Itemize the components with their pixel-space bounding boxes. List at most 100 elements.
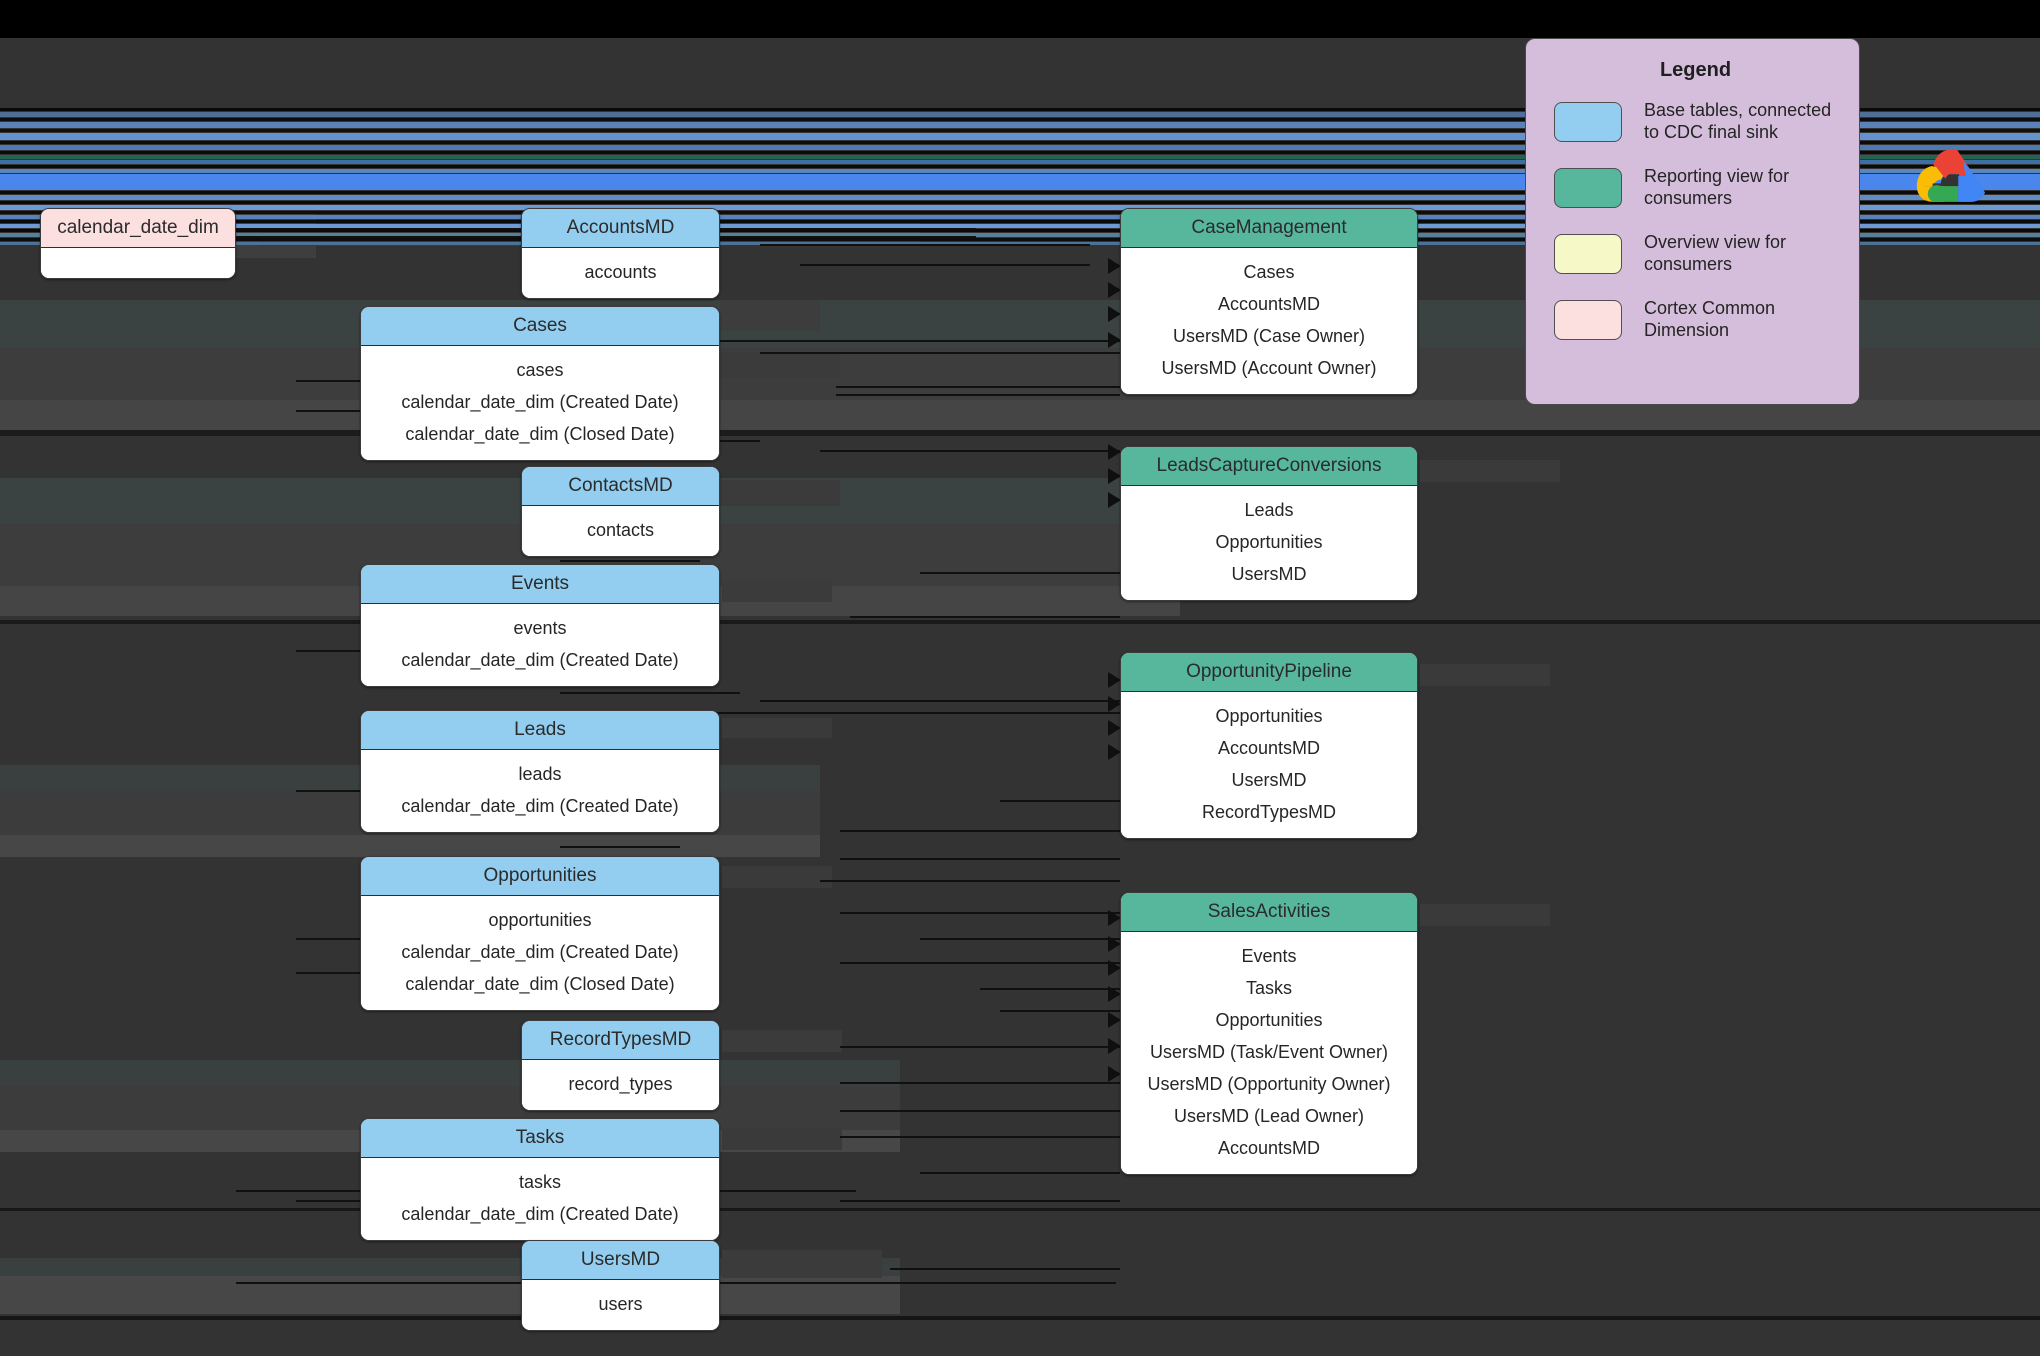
connector-line bbox=[836, 386, 1120, 388]
legend-swatch bbox=[1554, 233, 1622, 274]
artifact-patch bbox=[1420, 218, 1540, 244]
connector-line bbox=[840, 1200, 1120, 1202]
entity-node-row: tasks bbox=[518, 1172, 561, 1192]
connector-line bbox=[840, 1136, 1120, 1138]
artifact-band bbox=[0, 620, 2040, 624]
artifact-patch bbox=[722, 1030, 842, 1052]
entity-node-title: Leads bbox=[361, 711, 719, 750]
legend-label: Overview view for consumers bbox=[1644, 231, 1787, 274]
connector-line bbox=[700, 340, 1120, 342]
entity-node-title: RecordTypesMD bbox=[522, 1021, 719, 1060]
entity-node-row: UsersMD bbox=[1231, 564, 1307, 584]
artifact-band bbox=[0, 1316, 2040, 1320]
entity-node-row: AccountsMD bbox=[1217, 294, 1321, 314]
entity-node-body: contacts bbox=[522, 506, 719, 556]
google-cloud-logo bbox=[1916, 149, 1985, 202]
artifact-patch bbox=[720, 352, 840, 378]
entity-node-row: leads bbox=[518, 764, 562, 784]
artifact-band bbox=[0, 835, 820, 857]
connector-line bbox=[560, 692, 740, 694]
entity-node-body: record_types bbox=[522, 1060, 719, 1110]
legend-label: Reporting view for consumers bbox=[1644, 165, 1790, 208]
connector-line bbox=[1000, 800, 1120, 802]
connector-line bbox=[840, 1046, 1120, 1048]
artifact-patch bbox=[720, 480, 840, 506]
entity-node-row: Leads bbox=[1244, 500, 1294, 520]
connector-line bbox=[840, 1110, 1120, 1112]
entity-node-row: Events bbox=[1241, 946, 1297, 966]
entity-node-row: AccountsMD bbox=[1217, 1138, 1321, 1158]
entity-node-row: UsersMD (Lead Owner) bbox=[1173, 1106, 1365, 1126]
entity-node-calendar_date_dim[interactable]: calendar_date_dim bbox=[40, 208, 236, 279]
entity-node-title: CaseManagement bbox=[1121, 209, 1417, 248]
legend-panel: Legend Base tables, connected to CDC fin… bbox=[1525, 38, 1860, 405]
entity-node-row: cases bbox=[516, 360, 564, 380]
entity-node-row: calendar_date_dim (Closed Date) bbox=[405, 974, 675, 994]
connector-line bbox=[920, 1172, 1120, 1174]
entity-node-body: accounts bbox=[522, 248, 719, 298]
entity-node-row: calendar_date_dim (Created Date) bbox=[401, 650, 679, 670]
artifact-patch bbox=[720, 300, 820, 330]
connector-line bbox=[820, 880, 1120, 882]
legend-label: Cortex Common Dimension bbox=[1644, 297, 1776, 340]
entity-node-RecordTypesMD[interactable]: RecordTypesMD record_types bbox=[521, 1020, 720, 1111]
connector-line bbox=[850, 616, 1120, 618]
entity-node-row: UsersMD (Account Owner) bbox=[1161, 358, 1377, 378]
connector-line bbox=[920, 572, 1120, 574]
artifact-patch bbox=[1420, 904, 1550, 926]
artifact-patch bbox=[1420, 460, 1560, 482]
artifact-patch bbox=[722, 1250, 882, 1278]
entity-node-body bbox=[41, 248, 235, 278]
connector-line bbox=[1000, 1010, 1120, 1012]
connector-line bbox=[836, 394, 1120, 396]
artifact-band bbox=[0, 1208, 2040, 1211]
entity-node-row: UsersMD (Opportunity Owner) bbox=[1147, 1074, 1391, 1094]
connector-line bbox=[840, 858, 1120, 860]
legend-item-3: Cortex Common Dimension bbox=[1554, 298, 1837, 342]
entity-node-row: events bbox=[513, 618, 567, 638]
connector-line bbox=[840, 962, 1120, 964]
entity-node-row: calendar_date_dim (Created Date) bbox=[401, 1204, 679, 1224]
entity-node-row: record_types bbox=[568, 1074, 673, 1094]
entity-node-row: AccountsMD bbox=[1217, 738, 1321, 758]
entity-node-title: ContactsMD bbox=[522, 467, 719, 506]
entity-node-row: UsersMD (Task/Event Owner) bbox=[1149, 1042, 1389, 1062]
legend-title: Legend bbox=[1659, 59, 1732, 81]
connector-line bbox=[840, 830, 1120, 832]
entity-node-body: events calendar_date_dim (Created Date) bbox=[361, 604, 719, 686]
connector-line bbox=[560, 846, 680, 848]
legend-swatch bbox=[1554, 167, 1622, 208]
entity-node-row: calendar_date_dim (Created Date) bbox=[401, 942, 679, 962]
artifact-patch bbox=[1420, 664, 1550, 686]
connector-line bbox=[560, 560, 700, 562]
artifact-patch bbox=[720, 218, 920, 244]
connector-line bbox=[820, 450, 1120, 452]
artifact-band bbox=[0, 1276, 900, 1314]
artifact-band bbox=[0, 430, 2040, 436]
legend-swatch bbox=[1554, 101, 1622, 142]
entity-node-title: AccountsMD bbox=[522, 209, 719, 248]
legend-swatch bbox=[1554, 299, 1622, 340]
artifact-patch bbox=[722, 1128, 842, 1150]
entity-node-row: UsersMD (Case Owner) bbox=[1172, 326, 1366, 346]
legend-item-2: Overview view for consumers bbox=[1554, 232, 1837, 276]
legend-label: Base tables, connected to CDC final sink bbox=[1644, 100, 1832, 142]
